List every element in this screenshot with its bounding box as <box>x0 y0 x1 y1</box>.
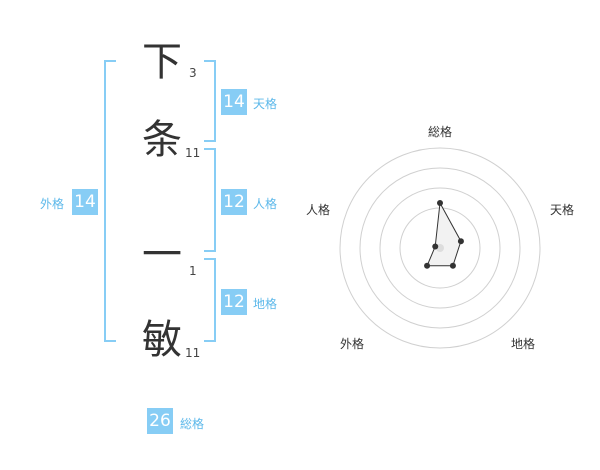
name-char-3: 一 <box>142 232 182 278</box>
radar-label-jinkaku: 人格 <box>306 203 331 217</box>
radar-ring-3 <box>379 187 501 309</box>
chikaku-bracket <box>204 258 216 342</box>
radar-label-chikaku: 地格 <box>511 337 536 351</box>
tenkaku-bracket <box>204 60 216 142</box>
radar-ring-4 <box>399 207 481 289</box>
gaikaku-bracket <box>104 60 116 342</box>
radar-polygon <box>426 201 462 267</box>
chikaku-value: 12 <box>221 289 247 315</box>
radar-point-5 <box>432 243 439 250</box>
radar-center-dot <box>436 244 444 252</box>
radar-point-4 <box>424 262 431 269</box>
chikaku-label: 地格 <box>253 297 278 311</box>
radar-point-3 <box>449 262 456 269</box>
soukaku-value: 26 <box>147 408 173 434</box>
stroke-count-2: 11 <box>185 146 201 160</box>
stroke-count-1: 3 <box>189 66 197 80</box>
jinkaku-bracket <box>204 148 216 252</box>
radar-point-1 <box>437 200 443 206</box>
gaikaku-value: 14 <box>72 189 98 215</box>
radar-label-tenkaku: 天格 <box>550 203 575 217</box>
gaikaku-label: 外格 <box>40 197 65 211</box>
tenkaku-label: 天格 <box>253 97 278 111</box>
radar-ring-2 <box>359 167 521 329</box>
name-char-2: 条 <box>142 117 182 163</box>
radar-point-2 <box>457 238 464 245</box>
name-char-1: 下 <box>142 39 182 85</box>
soukaku-label: 総格 <box>180 417 205 431</box>
stroke-count-3: 1 <box>189 264 197 278</box>
tenkaku-value: 14 <box>221 89 247 115</box>
radar-ring-1 <box>339 147 541 349</box>
name-char-4: 敏 <box>142 317 182 363</box>
radar-label-soukaku: 総格 <box>428 125 453 139</box>
stroke-count-4: 11 <box>185 346 201 360</box>
jinkaku-label: 人格 <box>253 197 278 211</box>
radar-label-gaikaku: 外格 <box>340 337 365 351</box>
jinkaku-value: 12 <box>221 189 247 215</box>
